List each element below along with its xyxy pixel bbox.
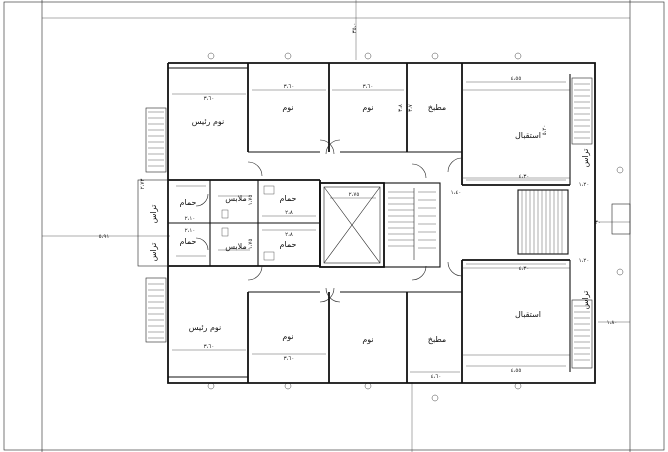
left-balcony-hatch bbox=[137, 107, 169, 343]
room-terrace-right-top: تراس bbox=[581, 149, 590, 168]
dim-bed-depth: ٣،٨ bbox=[398, 104, 404, 112]
dim-bath-width: ٢،٨ bbox=[285, 210, 293, 216]
dim-bed-width-bottom: ٣،٦٠ bbox=[284, 356, 295, 362]
room-master-bedroom-bottom: نوم رئيس bbox=[189, 323, 222, 332]
dim-reception-height-top: ٥،٢٠ bbox=[542, 125, 548, 136]
room-terrace-left-bottom: تراس bbox=[149, 243, 158, 262]
dim-stair-width: ٢،٧٥ bbox=[349, 192, 360, 198]
grid-axis-markers bbox=[207, 52, 624, 402]
room-bath-b-bottom: حمام bbox=[280, 240, 297, 249]
overall-dimension-lines bbox=[42, 0, 630, 452]
dim-master-width-top: ٣،٦٠ bbox=[204, 96, 215, 102]
dimension-lines bbox=[172, 81, 566, 373]
outer-walls bbox=[167, 62, 596, 384]
dim-reception-width-top: ٤،٥٥ bbox=[511, 76, 522, 82]
dim-terrace-width: ٢،٧٣ bbox=[140, 179, 146, 190]
room-master-bedroom-top: نوم رئيس bbox=[192, 117, 225, 126]
room-terrace-right-bottom: تراس bbox=[581, 291, 590, 310]
dim-bath-height: ١،٧٥ bbox=[248, 239, 254, 250]
room-bath-b-top: حمام bbox=[280, 194, 297, 203]
dim-kitchen-depth: ٣،٧ bbox=[408, 104, 414, 112]
side-right-b-dim: ١،٨٠ bbox=[607, 320, 618, 326]
dim-bed2-width-top: ٣،٦٠ bbox=[363, 84, 374, 90]
room-bedroom-a-top: نوم bbox=[282, 103, 293, 112]
room-closet-top: ملابس bbox=[225, 194, 246, 203]
overall-width-dim: ٣٥،٠ bbox=[352, 23, 358, 34]
room-kitchen-top: مطبخ bbox=[428, 103, 446, 112]
dim-reception-lower-top: ٤،٣٠ bbox=[519, 174, 530, 180]
bottom-unit-walls bbox=[168, 259, 571, 383]
dim-reception-lower-bottom: ٤،٣٠ bbox=[519, 266, 530, 272]
right-balcony-hatch bbox=[571, 77, 593, 369]
room-reception-bottom: استقبال bbox=[515, 310, 541, 319]
room-kitchen-bottom: مطبخ bbox=[428, 335, 446, 344]
room-terrace-left-top: تراس bbox=[149, 205, 158, 224]
dim-side-width-2: ٢،١٠ bbox=[185, 228, 196, 234]
room-bedroom-a-bottom: نوم bbox=[282, 332, 293, 341]
room-bedroom-b-bottom: نوم bbox=[362, 335, 373, 344]
dim-side-top-a: ١،٢٠ bbox=[579, 182, 590, 188]
dim-master-width-bottom: ٣،٦٠ bbox=[204, 344, 215, 350]
side-right-dim: ٣٠ bbox=[595, 220, 601, 226]
room-reception-top: استقبال bbox=[515, 131, 541, 140]
dim-side-width: ٢،١٠ bbox=[185, 216, 196, 222]
dim-side-bottom-a: ١،٢٠ bbox=[579, 258, 590, 264]
entrance-stair bbox=[517, 189, 631, 255]
dim-reception-width-bottom: ٤،٥٥ bbox=[511, 368, 522, 374]
room-closet-bottom: ملابس bbox=[225, 242, 246, 251]
dim-bath-width-2: ٢،٨ bbox=[285, 232, 293, 238]
room-bath-a-bottom: حمام bbox=[180, 237, 197, 246]
drawing-frame bbox=[3, 1, 665, 451]
room-bath-a-top: حمام bbox=[180, 198, 197, 207]
dim-closet-height: ١،٧٥ bbox=[248, 195, 254, 206]
dim-entry-width: ١،٤٠ bbox=[451, 190, 462, 196]
overall-depth-dim: ٥،٩١ bbox=[99, 234, 110, 240]
dim-bed-width-top: ٣،٦٠ bbox=[284, 84, 295, 90]
dim-kitchen-width-bottom: ٤،٦٠ bbox=[431, 374, 442, 380]
bathroom-core-walls bbox=[168, 180, 321, 266]
room-bedroom-b-top: نوم bbox=[362, 103, 373, 112]
top-unit-walls bbox=[168, 63, 571, 186]
stair-core bbox=[319, 182, 441, 268]
door-swings bbox=[195, 139, 463, 303]
